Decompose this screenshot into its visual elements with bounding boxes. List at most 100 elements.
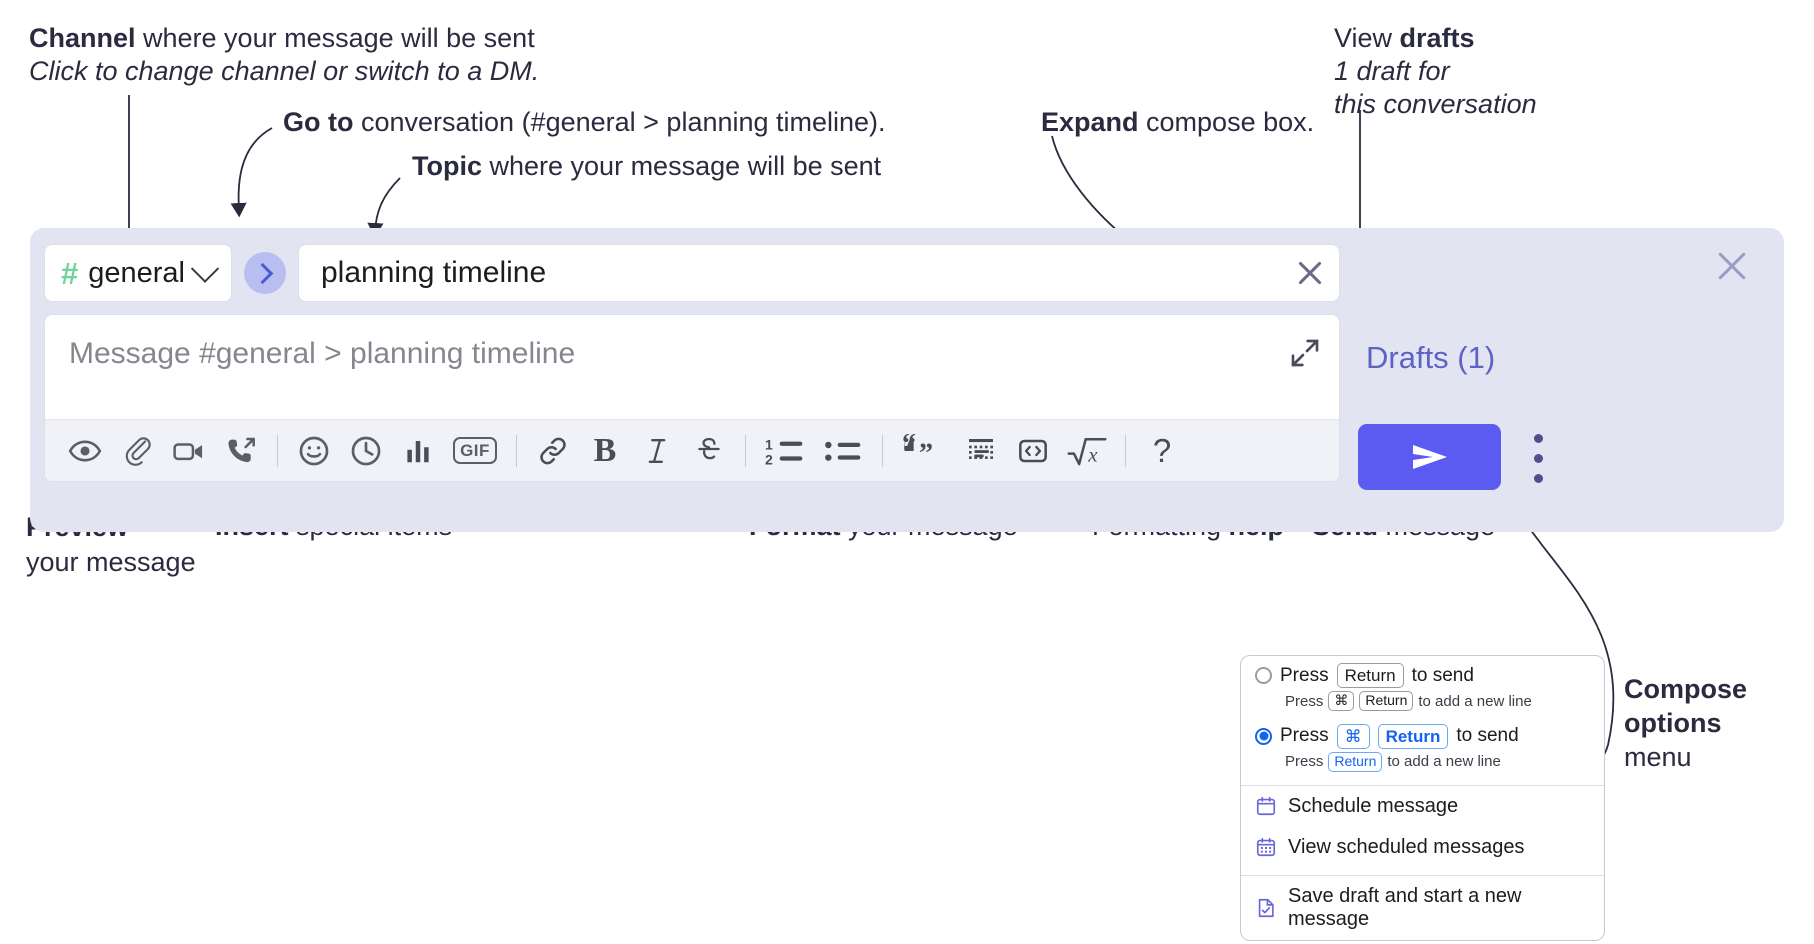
toolbar-divider-3 [745, 434, 746, 467]
close-icon[interactable] [1714, 248, 1750, 284]
message-editor[interactable]: Message #general > planning timeline [44, 314, 1340, 482]
send-option-return[interactable]: Press Return to send [1241, 656, 1604, 689]
toolbar-divider-4 [882, 434, 883, 467]
bold-label: B [593, 431, 617, 469]
bulleted-list-icon[interactable] [814, 428, 872, 474]
phone-call-icon[interactable] [215, 428, 267, 474]
annotation-channel: Channel where your message will be sent … [29, 22, 539, 88]
kebab-dot-3 [1534, 474, 1543, 483]
key-return: Return [1336, 663, 1404, 689]
blockquote-icon[interactable]: “” [893, 428, 955, 474]
menu-item-save-draft[interactable]: Save draft and start a new message [1241, 876, 1604, 940]
compose-header-row: # general planning timeline [44, 242, 1340, 304]
message-placeholder: Message #general > planning timeline [69, 337, 576, 370]
annotation-drafts-line3: this conversation [1334, 88, 1537, 119]
annotation-goto-bold: Go to [283, 107, 354, 137]
send-option-cmd-sub-post: to add a new line [1387, 753, 1501, 771]
annotation-drafts-bold: drafts [1399, 23, 1475, 53]
annotation-goto: Go to conversation (#general > planning … [283, 106, 886, 139]
menu-item-view-scheduled-label: View scheduled messages [1288, 835, 1525, 858]
inline-code-icon[interactable] [1007, 428, 1059, 474]
clear-topic-icon[interactable] [1295, 258, 1325, 288]
gif-icon[interactable]: GIF [444, 428, 506, 474]
annotation-compose-options-l3: menu [1624, 742, 1692, 773]
send-option-return-sub: Press ⌘ Return to add a new line [1241, 688, 1604, 717]
send-option-cmd-pre: Press [1280, 725, 1329, 747]
clock-icon[interactable] [340, 428, 392, 474]
annotation-channel-rest: where your message will be sent [135, 23, 535, 53]
send-option-return-pre: Press [1280, 664, 1329, 686]
annotation-channel-sub: Click to change channel or switch to a D… [29, 55, 540, 86]
annotation-topic-rest: where your message will be sent [482, 151, 882, 181]
channel-hash-icon: # [61, 255, 79, 291]
annotation-topic: Topic where your message will be sent [412, 150, 881, 183]
link-icon[interactable] [527, 428, 579, 474]
compose-inner: # general planning timeline Message #gen… [44, 242, 1340, 482]
send-option-return-sub-pre: Press [1285, 692, 1324, 710]
compose-panel: # general planning timeline Message #gen… [30, 228, 1784, 532]
calendar-grid-icon [1256, 837, 1276, 857]
math-icon[interactable]: x [1059, 428, 1115, 474]
compose-right-rail: Drafts (1) [1344, 228, 1784, 532]
send-button[interactable] [1358, 424, 1501, 490]
compose-options-menu-button[interactable] [1534, 434, 1544, 483]
radio-cmd-return[interactable] [1255, 727, 1272, 745]
go-to-conversation-button[interactable] [244, 252, 286, 294]
video-camera-icon[interactable] [163, 428, 215, 474]
key-cmd: ⌘ [1328, 691, 1355, 711]
menu-item-save-draft-label: Save draft and start a new message [1288, 884, 1522, 930]
drafts-link[interactable]: Drafts (1) [1366, 340, 1496, 375]
annotation-expand-rest: compose box. [1138, 107, 1315, 137]
annotation-goto-rest: conversation (#general > planning timeli… [353, 107, 886, 137]
annotation-drafts-line2: 1 draft for [1334, 55, 1450, 86]
send-option-return-post: to send [1411, 664, 1474, 686]
svg-text:“: “ [902, 434, 916, 459]
menu-item-schedule-message[interactable]: Schedule message [1241, 786, 1604, 827]
help-label: ? [1152, 432, 1172, 469]
chevron-right-icon [251, 262, 273, 284]
attachment-paperclip-icon[interactable] [111, 428, 163, 474]
gif-label: GIF [453, 437, 497, 464]
kebab-dot-1 [1534, 434, 1543, 443]
key-return-2: Return [1377, 723, 1449, 749]
send-option-cmd-return[interactable]: Press ⌘ Return to send [1241, 717, 1604, 749]
key-cmd-2: ⌘ [1336, 723, 1370, 749]
strikethrough-icon[interactable] [683, 428, 735, 474]
annotation-drafts: View drafts 1 draft for this conversatio… [1334, 22, 1537, 121]
channel-name-label: general [88, 256, 185, 289]
poll-bars-icon[interactable] [392, 428, 444, 474]
expand-compose-box-icon[interactable] [1289, 337, 1321, 369]
toolbar-divider-5 [1125, 434, 1126, 467]
send-option-cmd-sub: Press Return to add a new line [1241, 749, 1604, 778]
emoji-icon[interactable] [288, 428, 340, 474]
key-return-sub: Return [1359, 691, 1414, 711]
calendar-icon [1256, 796, 1276, 816]
menu-item-view-scheduled[interactable]: View scheduled messages [1241, 827, 1604, 868]
svg-text:2: 2 [765, 451, 773, 467]
toolbar-divider-2 [516, 434, 517, 467]
annotation-topic-bold: Topic [412, 151, 482, 181]
code-block-icon[interactable] [955, 428, 1007, 474]
topic-input[interactable]: planning timeline [298, 244, 1340, 302]
compose-options-menu[interactable]: Press Return to send Press ⌘ Return to a… [1240, 655, 1605, 941]
send-arrow-icon [1412, 445, 1447, 469]
menu-divider-1 [1241, 784, 1604, 786]
annotation-channel-bold: Channel [29, 23, 136, 53]
annotation-drafts-plain: View [1334, 23, 1400, 53]
italic-icon[interactable] [631, 428, 683, 474]
bold-icon[interactable]: B [579, 428, 631, 474]
svg-text:1: 1 [765, 436, 773, 452]
send-option-cmd-sub-pre: Press [1285, 753, 1324, 771]
toolbar-divider [277, 434, 278, 467]
menu-item-schedule-label: Schedule message [1288, 794, 1459, 817]
topic-value: planning timeline [321, 256, 547, 289]
svg-text:”: ” [919, 438, 933, 467]
annotation-compose-options: Compose options menu [1624, 672, 1747, 774]
preview-eye-icon[interactable] [59, 428, 111, 474]
formatting-help-icon[interactable]: ? [1136, 428, 1188, 474]
svg-text:x: x [1087, 442, 1098, 466]
radio-return[interactable] [1255, 667, 1272, 685]
channel-selector[interactable]: # general [44, 244, 232, 302]
